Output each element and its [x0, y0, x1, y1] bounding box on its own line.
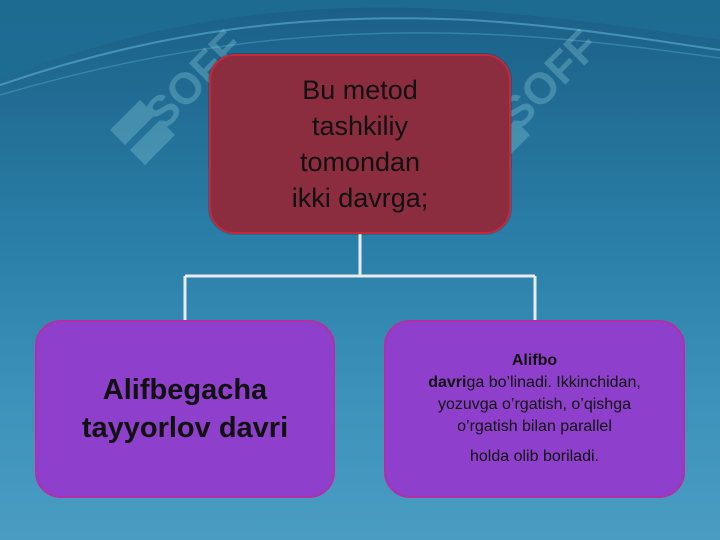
right-node-line2-bold: davri	[428, 374, 467, 391]
header-wave	[0, 0, 720, 96]
right-node-line2-rest: ga bo’linadi. Ikkinchidan,	[466, 374, 641, 391]
right-node-line1: Alifbo	[511, 352, 558, 369]
right-node-line4: o’rgatish bilan parallel	[457, 418, 612, 435]
right-node-text: Alifbo davriga bo’linadi. Ikkinchidan, y…	[418, 350, 651, 468]
left-node: Alifbegacha tayyorlov davri	[35, 320, 335, 498]
left-node-text: Alifbegacha tayyorlov davri	[81, 374, 289, 444]
right-node-line3: yozuvga o’rgatish, o’qishga	[437, 396, 631, 413]
top-node: Bu metod tashkiliy tomondan ikki davrga;	[209, 54, 511, 234]
top-node-text: Bu metod tashkiliy tomondan ikki davrga;	[291, 75, 429, 213]
right-node-line5: holda olib boriladi.	[470, 448, 599, 465]
right-node: Alifbo davriga bo’linadi. Ikkinchidan, y…	[384, 320, 685, 498]
